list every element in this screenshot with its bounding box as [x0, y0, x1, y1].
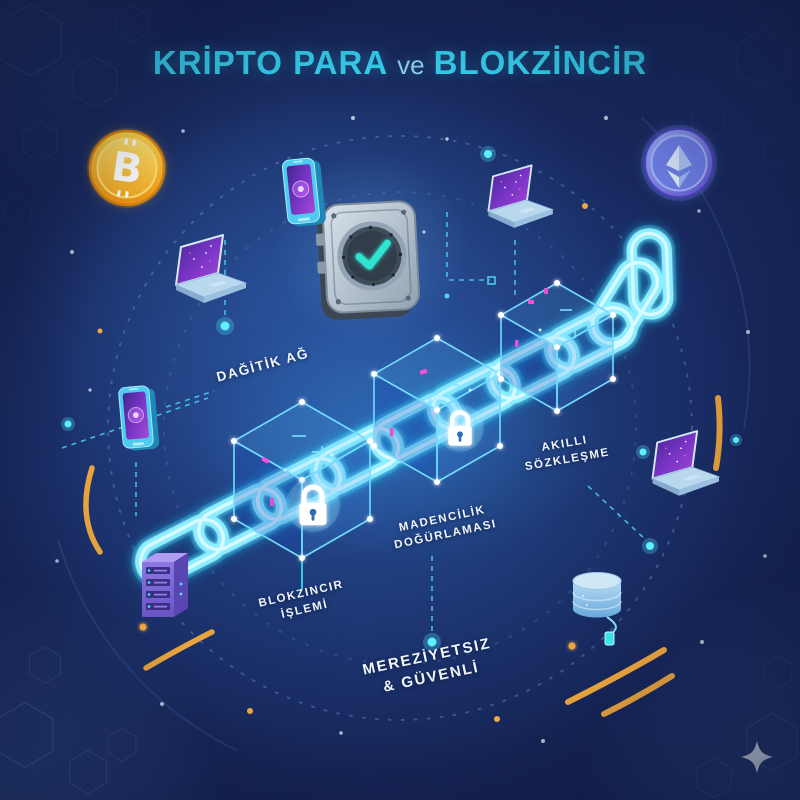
connector-contract-database: [587, 485, 647, 541]
laptop-icon-top-right: [487, 164, 554, 229]
laptop-icon-right: [651, 430, 720, 497]
smartphone-icon-top: [281, 156, 328, 228]
server-rack-icon: [142, 553, 188, 617]
connector-vault-circuit: [446, 212, 490, 281]
bitcoin-coin-icon: B: [87, 128, 167, 208]
laptop-icon-left: [175, 234, 247, 304]
hex-pattern-bottom-left: [0, 646, 137, 794]
database-connector-plug: [604, 631, 615, 646]
smartphone-icon-left: [117, 384, 161, 452]
title-part2: BLOKZİNCİR: [433, 44, 648, 81]
title-connector: ve: [397, 50, 425, 80]
ethereum-coin-icon: [641, 125, 717, 201]
bitcoin-symbol: B: [109, 144, 146, 194]
database-icon: [572, 572, 622, 646]
title-part1: KRİPTO PARA: [152, 44, 389, 81]
page-title: KRİPTO PARA ve BLOKZİNCİR: [0, 44, 800, 82]
padlock-icon-block1: [286, 478, 340, 532]
security-vault-icon: [315, 200, 420, 320]
hex-pattern-bottom-right: [696, 655, 798, 799]
padlock-icon-block2: [436, 404, 483, 451]
